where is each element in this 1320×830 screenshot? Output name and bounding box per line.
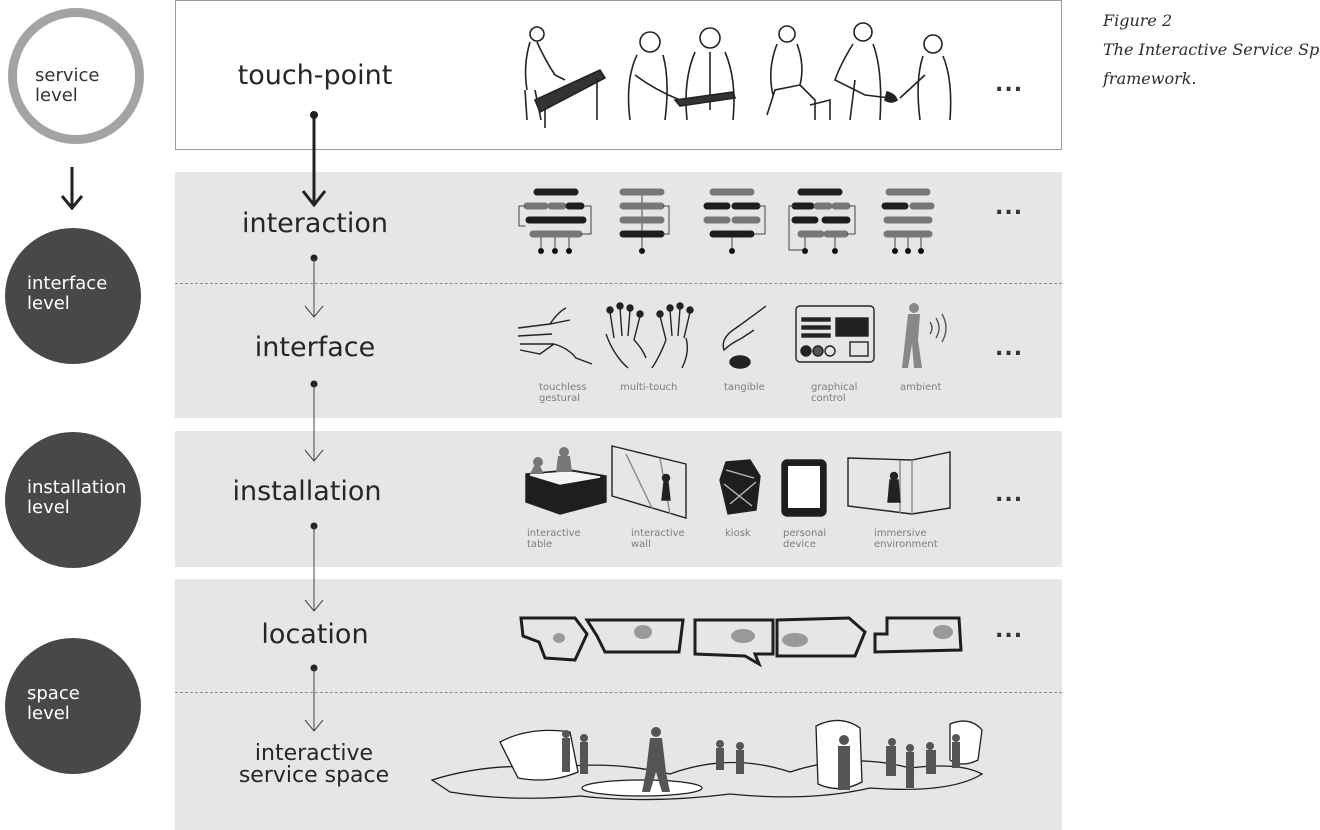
kiosk-icon [719,459,761,515]
touchless-hand-icon [517,307,593,365]
caption-touchless-gestural: touchless gestural [539,382,587,404]
multi-touch-hands-icon [605,302,694,369]
interaction-diagram-5 [881,188,935,254]
interface-ellipsis: ... [995,336,1024,361]
caption-interactive-table: interactive table [527,528,581,550]
figure-caption-line1: The Interactive Service Space [1103,40,1320,59]
interactive-table-icon [525,447,607,515]
interface-level-panel [175,172,1062,418]
interaction-diagram-3 [703,188,766,254]
immersive-environment-icon [847,451,951,515]
floor-plan-5 [873,616,963,654]
interactive-service-space-label: interactive service space [238,741,390,788]
figure-caption-line2: framework. [1103,69,1197,88]
interface-label: interface [254,332,376,363]
installation-panel [175,431,1062,567]
scene-people [562,727,960,792]
interface-level-circle: interface level [5,228,141,364]
figure-number: Figure 2 [1103,11,1173,30]
caption-personal-device: personal device [783,528,827,550]
caption-graphical-control: graphical control [811,382,858,404]
interactive-wall-icon [611,445,687,519]
touch-point-people-illustrations [524,22,952,128]
interface-type-icons [517,302,947,369]
location-space-divider [175,692,1062,693]
location-space-arrow [304,664,324,732]
touch-point-ellipsis: ... [995,72,1024,97]
space-level-circle: space level [5,638,141,774]
installation-location-arrow [304,522,324,612]
graphical-control-icon [795,305,875,363]
ambient-person-icon [902,303,947,368]
interaction-ellipsis: ... [995,195,1024,220]
location-ellipsis: ... [995,618,1024,643]
installation-type-icons [525,445,951,519]
floor-plan-2 [584,618,685,654]
installation-level-circle: installation level [5,432,141,568]
service-level-label: service level [35,65,100,106]
caption-ambient: ambient [900,382,942,393]
touchpoint-interaction-arrow [301,111,327,208]
interface-installation-arrow [304,380,324,462]
location-label: location [261,619,369,650]
floor-plan-3 [693,618,775,668]
caption-interactive-wall: interactive wall [631,528,685,550]
interaction-interface-divider [175,283,1062,284]
scene-pod-1 [499,729,579,781]
interaction-label: interaction [241,208,389,239]
touch-point-panel [175,0,1062,150]
installation-ellipsis: ... [995,482,1024,507]
floor-plan-1 [519,616,589,662]
interaction-diagram-4 [788,188,856,254]
installation-label: installation [232,476,382,507]
installation-level-label: installation level [27,477,127,518]
floor-plan-4 [775,616,867,658]
interaction-diagram-2 [619,188,670,254]
interaction-interface-arrow [304,254,324,318]
caption-multi-touch: multi-touch [620,382,678,393]
location-floor-plans [519,616,963,668]
space-level-label: space level [27,683,80,724]
tangible-hand-icon [722,305,767,369]
service-level-circle: service level [8,8,144,144]
personal-device-icon [781,459,827,517]
interface-level-label: interface level [27,273,108,314]
interaction-flow-diagrams [518,188,935,254]
service-to-interface-arrow [60,167,84,211]
caption-kiosk: kiosk [725,528,751,539]
caption-tangible: tangible [724,382,765,393]
interactive-service-space-scene [430,719,984,801]
touch-point-label: touch-point [237,60,393,91]
interaction-diagram-1 [518,188,592,254]
caption-immersive-environment: immersive environment [874,528,938,550]
